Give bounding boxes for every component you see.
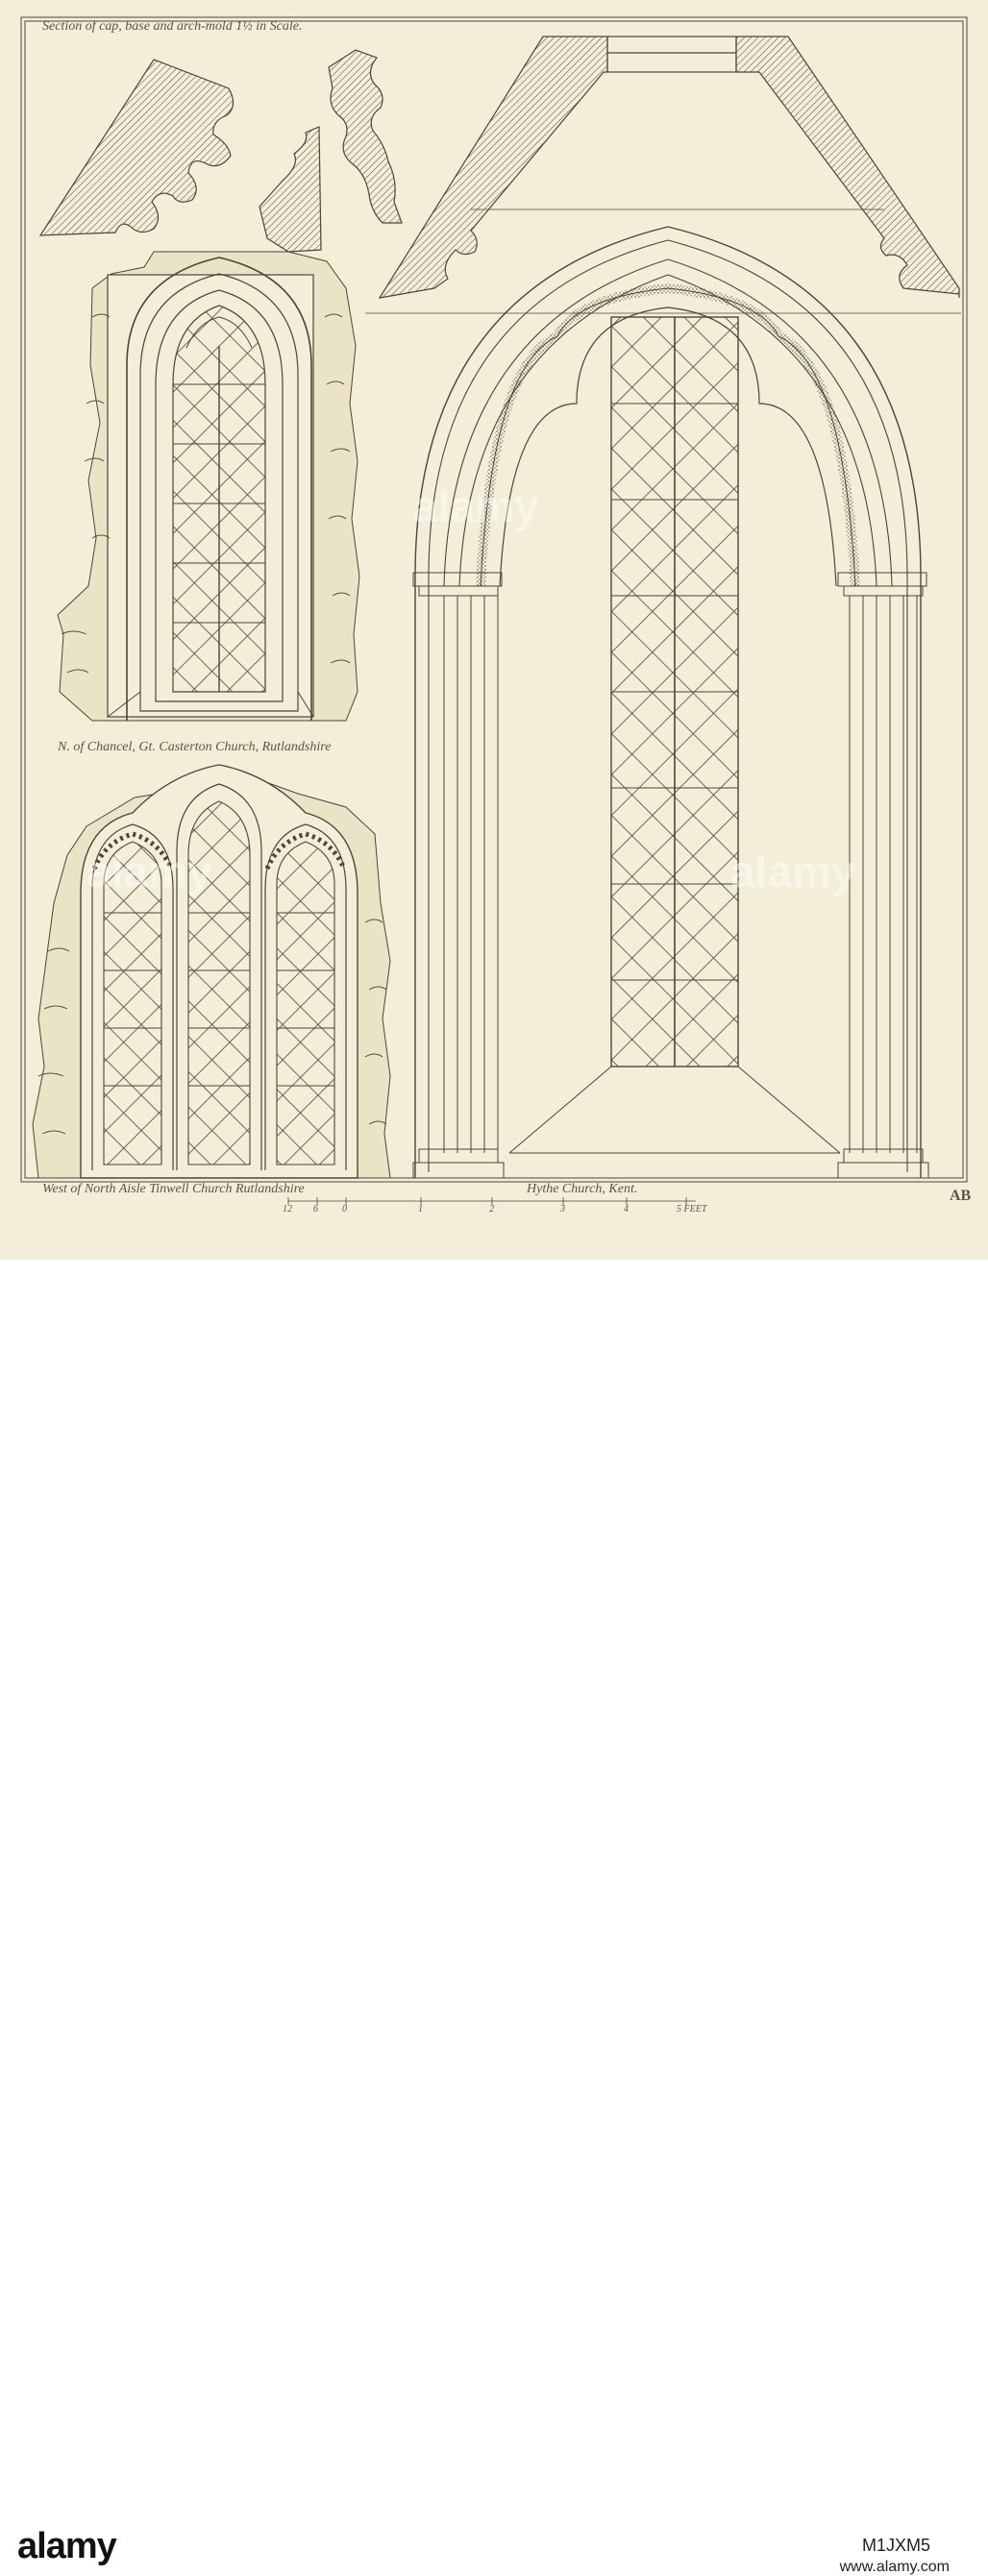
- scale-label: 6: [313, 1204, 318, 1214]
- drawing-plate: Section of cap, base and arch-mold 1½ in…: [0, 0, 988, 1260]
- scale-label: 0: [342, 1204, 347, 1214]
- tinwell-caption: West of North Aisle Tinwell Church Rutla…: [42, 1182, 305, 1196]
- arch-mold-section: [38, 59, 235, 236]
- cap-section: [328, 49, 403, 224]
- hythe-caption: Hythe Church, Kent.: [527, 1182, 638, 1196]
- scale-labels: 12 6 0 1 2 3 4 5 FEET: [0, 1204, 988, 1219]
- alamy-logo: alamy: [17, 2526, 117, 2566]
- base-section: [259, 126, 322, 253]
- arch-section: [365, 36, 961, 314]
- site-url: www.alamy.com: [839, 2559, 950, 2575]
- section-moldings: [38, 49, 403, 253]
- architectural-drawing: [20, 16, 968, 1205]
- scale-label: 2: [489, 1204, 494, 1214]
- right-shafts: [837, 572, 929, 1179]
- tinwell-window: [32, 764, 391, 1179]
- left-shafts: [412, 572, 505, 1179]
- image-id: M1JXM5: [861, 2536, 930, 2555]
- section-caption: Section of cap, base and arch-mold 1½ in…: [42, 19, 303, 34]
- chancel-window: [57, 251, 360, 722]
- chancel-caption: N. of Chancel, Gt. Casterton Church, Rut…: [58, 740, 332, 754]
- scale-label: 3: [560, 1204, 565, 1214]
- scale-label: 1: [418, 1204, 423, 1214]
- hythe-window: [412, 226, 929, 1179]
- scale-bar: [287, 1197, 696, 1205]
- scale-label: 12: [283, 1204, 292, 1214]
- artist-monogram: AB: [950, 1188, 972, 1204]
- scale-label: 4: [624, 1204, 629, 1214]
- scale-label: 5 FEET: [677, 1204, 707, 1214]
- watermark-footer: alamy M1JXM5 www.alamy.com: [0, 1260, 988, 2575]
